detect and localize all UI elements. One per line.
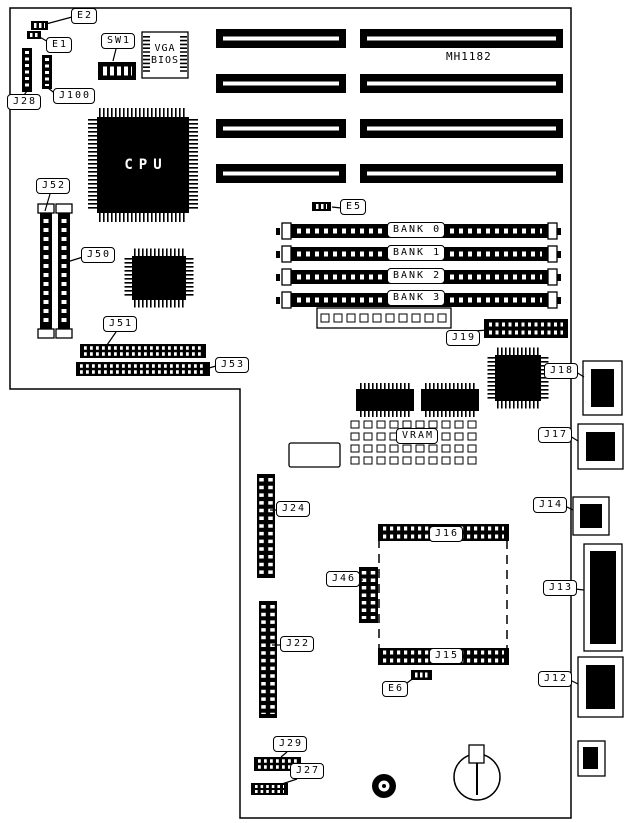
cpu-label: CPU	[124, 157, 168, 173]
vga-bios-label-line1: VGA	[154, 43, 176, 54]
isa-slot-row3-left	[216, 119, 346, 138]
port-j13	[583, 543, 623, 652]
callout-j29: J29	[273, 736, 308, 752]
board-model-label: MH1182	[446, 50, 492, 63]
pin-header-j28	[22, 48, 32, 92]
pin-header-j22	[259, 601, 277, 718]
battery	[453, 744, 501, 801]
jumper-e5	[312, 202, 331, 211]
callout-bank1: BANK 1	[387, 245, 446, 261]
callout-j14: J14	[533, 497, 568, 513]
callout-e6: E6	[382, 681, 409, 697]
simm-vertical-j52	[37, 203, 55, 339]
callout-j18: J18	[544, 363, 579, 379]
pin-header-j24	[257, 474, 275, 578]
video-chip-j18	[487, 347, 549, 409]
callout-e2: E2	[71, 8, 98, 24]
callout-j16: J16	[429, 526, 464, 542]
oscillator	[288, 442, 341, 468]
callout-j12: J12	[538, 671, 573, 687]
cpu-chip	[88, 108, 198, 222]
callout-bank0: BANK 0	[387, 222, 446, 238]
callout-sw1: SW1	[101, 33, 136, 49]
callout-j50: J50	[81, 247, 116, 263]
port-j17	[577, 423, 624, 470]
jumper-e1	[27, 31, 41, 39]
vga-bios-label: VGA BIOS	[142, 43, 188, 67]
callout-j51: J51	[103, 316, 138, 332]
callout-j22: J22	[280, 636, 315, 652]
callout-e1: E1	[46, 37, 73, 53]
isa-slot-row2-right	[360, 74, 563, 93]
vga-bios-chip	[141, 31, 189, 79]
connector-j53-row	[76, 362, 210, 376]
isa-slot-row4-left	[216, 164, 346, 183]
callout-bank3: BANK 3	[387, 290, 446, 306]
isa-slot-row1-right	[360, 29, 563, 48]
callout-j15: J15	[429, 648, 464, 664]
callout-j27: J27	[290, 763, 325, 779]
speaker	[372, 774, 396, 798]
callout-j19: J19	[446, 330, 481, 346]
callout-bank2: BANK 2	[387, 268, 446, 284]
port-j14	[572, 496, 610, 536]
port-j12	[577, 656, 624, 718]
connector-j19	[484, 319, 568, 338]
vram-chip-right	[421, 383, 479, 417]
vga-bios-label-line2: BIOS	[150, 55, 180, 66]
callout-j53: J53	[215, 357, 250, 373]
callout-j52: J52	[36, 178, 71, 194]
connector-j51-row	[80, 344, 206, 358]
callout-j46: J46	[326, 571, 361, 587]
mid-connector	[316, 307, 452, 329]
port-j18	[582, 360, 623, 416]
dip-switch-sw1	[98, 62, 136, 80]
callout-j100: J100	[53, 88, 96, 104]
vram-chip-left	[356, 383, 414, 417]
isa-slot-row3-right	[360, 119, 563, 138]
callout-j28: J28	[7, 94, 42, 110]
isa-slot-row4-right	[360, 164, 563, 183]
isa-slot-row2-left	[216, 74, 346, 93]
simm-vertical-j50	[55, 203, 73, 339]
chipset-chip	[124, 248, 194, 308]
pin-header-j100	[42, 55, 52, 89]
callout-j17: J17	[538, 427, 573, 443]
callout-vram: VRAM	[396, 428, 439, 444]
callout-j24: J24	[276, 501, 311, 517]
pin-header-j46	[359, 567, 378, 623]
jumper-e6	[411, 670, 432, 680]
connector-j27	[251, 783, 288, 795]
jumper-e2	[31, 21, 48, 30]
callout-e5: E5	[340, 199, 367, 215]
callout-j13: J13	[543, 580, 578, 596]
isa-slot-row1-left	[216, 29, 346, 48]
port-aux	[577, 740, 606, 777]
